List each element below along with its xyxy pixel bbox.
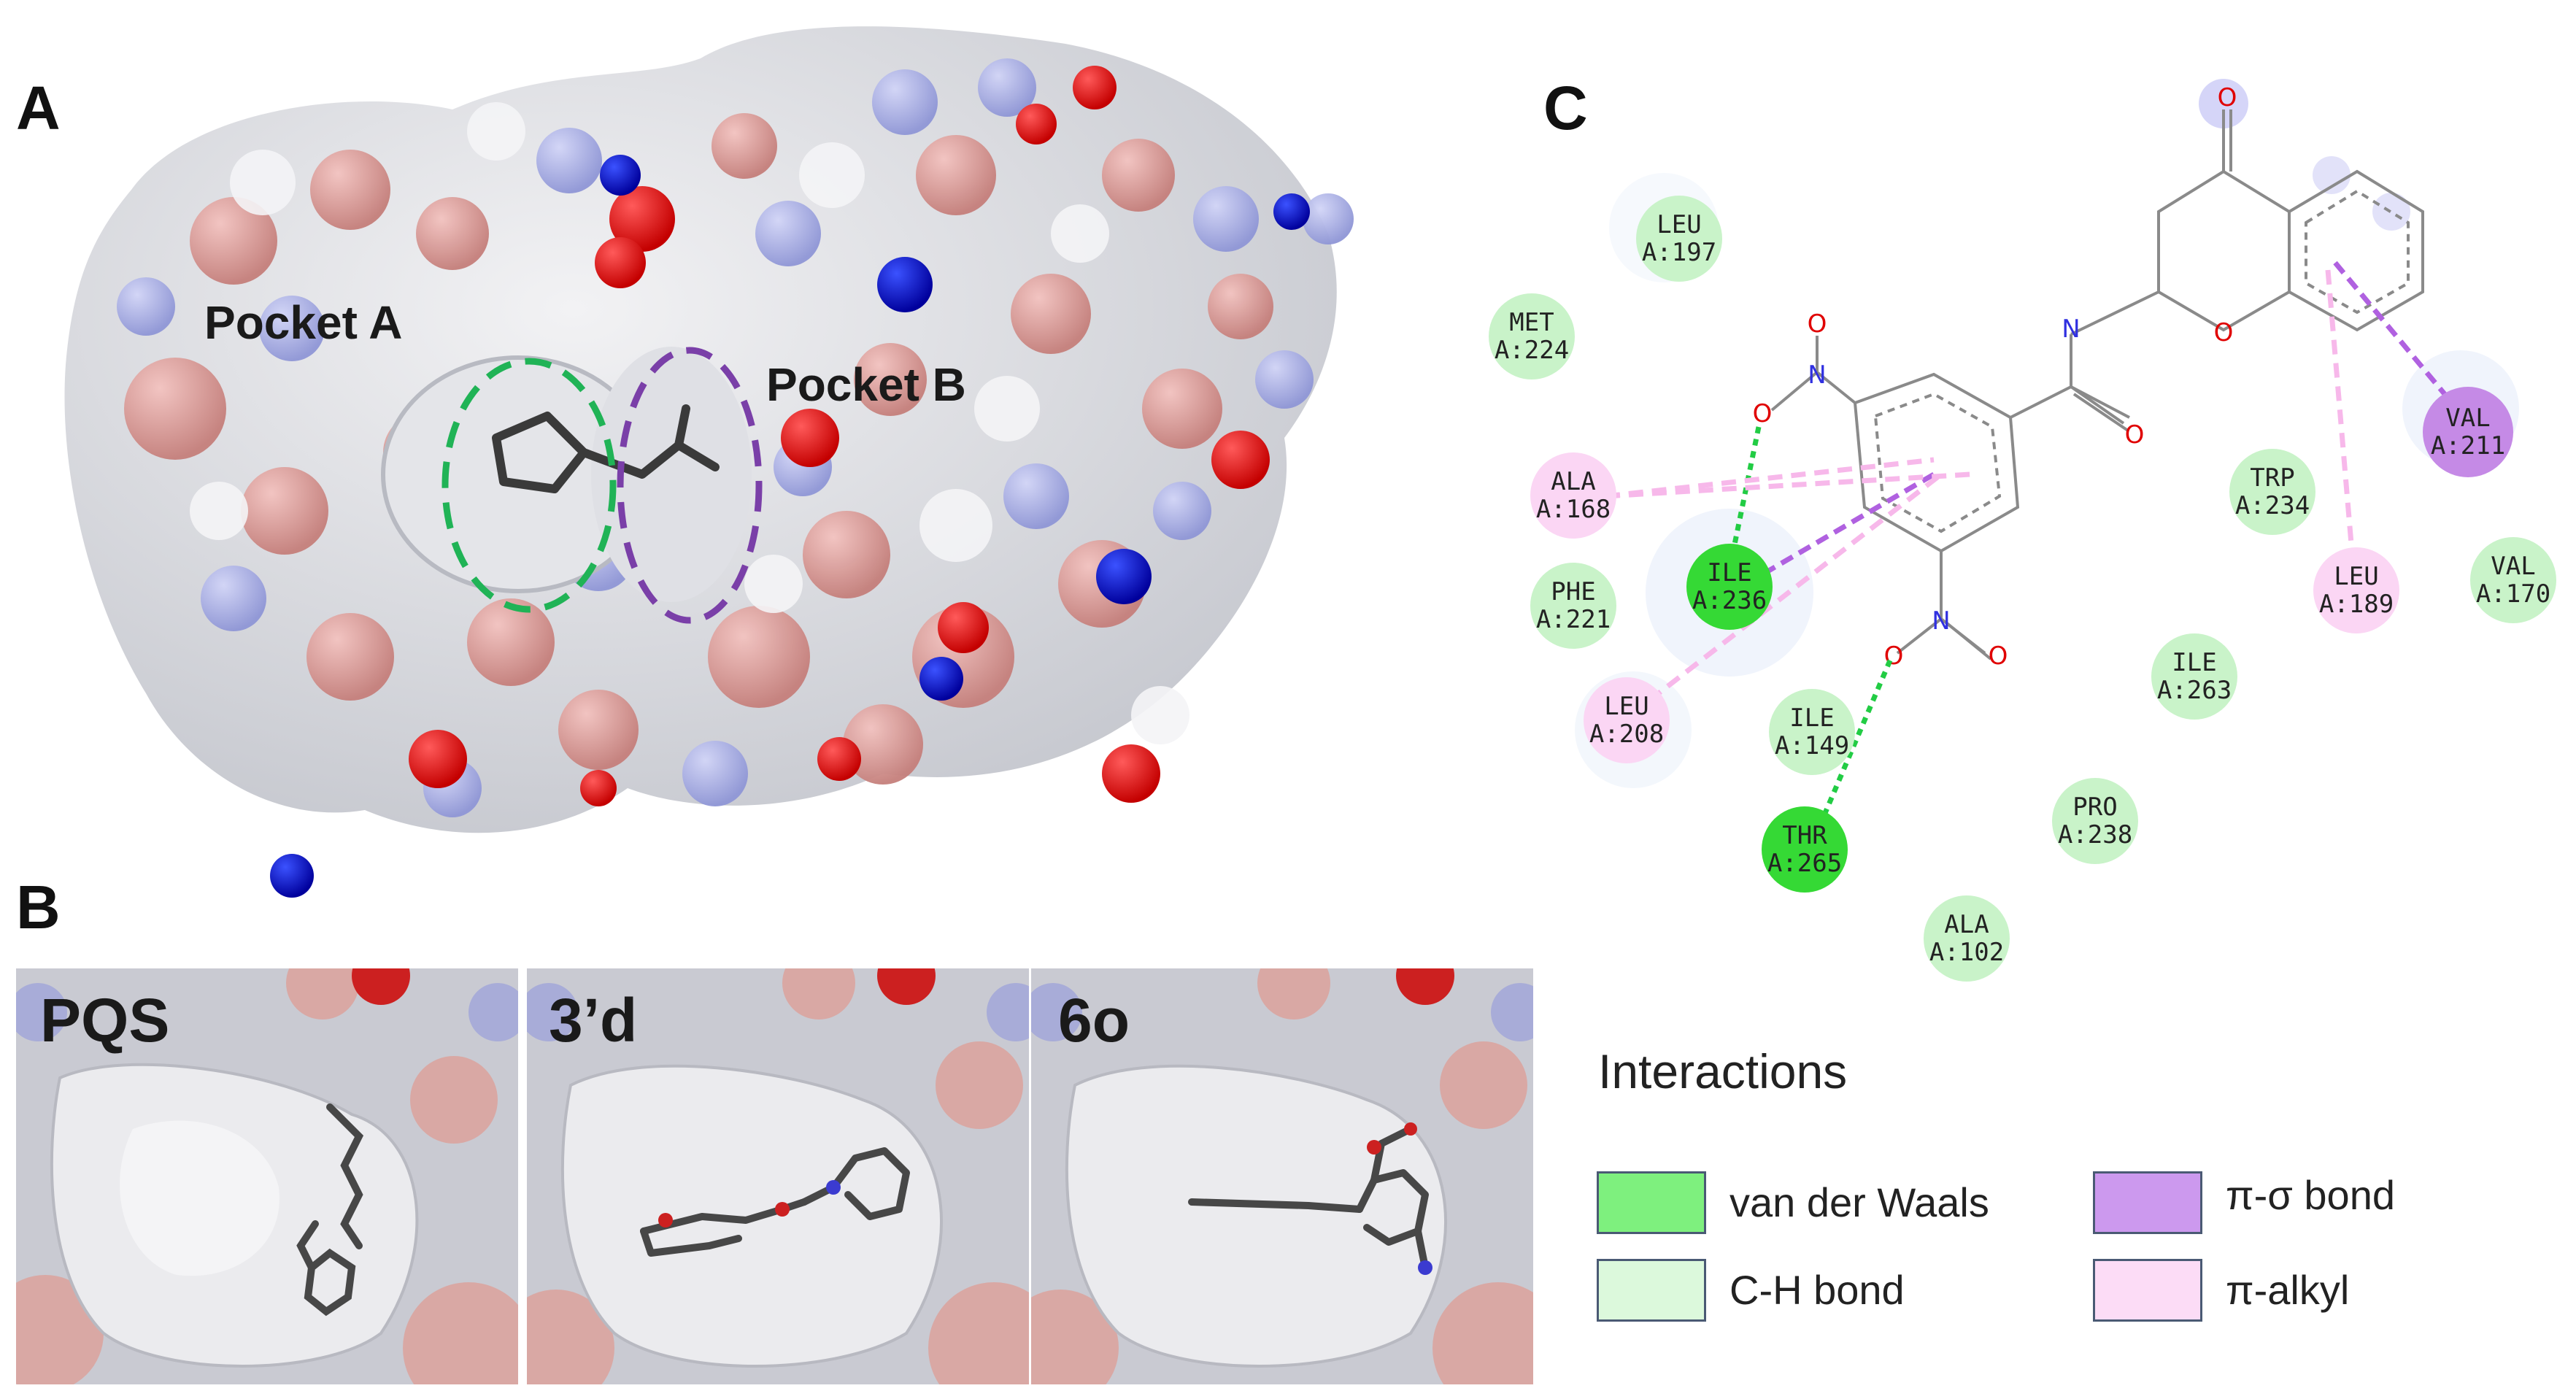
pocket-a-outline <box>441 358 617 613</box>
atom-n-nitro2: N <box>1932 606 1950 636</box>
pose-surface-illustration <box>16 968 518 1384</box>
atom-n-nitro1: N <box>1808 361 1826 390</box>
pose-surface-illustration <box>1031 968 1533 1384</box>
pocket-b-label: Pocket B <box>766 358 966 411</box>
protein-surface-illustration <box>64 26 1354 898</box>
legend-swatch-ch <box>1597 1259 1706 1322</box>
pose-panel-6o <box>1031 968 1533 1384</box>
pose-panel-pqs <box>16 968 518 1384</box>
protein-surface-image <box>44 0 1379 912</box>
legend-title: Interactions <box>1598 1044 1848 1098</box>
pose-panel-3d <box>527 968 1029 1384</box>
atom-o-ring: O <box>2214 318 2234 347</box>
legend-swatch-pi-sigma <box>2093 1171 2202 1234</box>
atom-o-carbonyl: O <box>2218 83 2237 112</box>
legend-label-ch: C-H bond <box>1729 1267 1905 1313</box>
atom-o-nitro1b: O <box>1753 399 1773 428</box>
pose-label-pqs: PQS <box>40 986 170 1055</box>
legend-label-vdw: van der Waals <box>1729 1179 1989 1225</box>
atom-n-amide: N <box>2062 315 2080 344</box>
atom-o-amide: O <box>2125 420 2145 450</box>
pose-label-3d: 3’d <box>549 986 638 1055</box>
legend-swatch-vdw <box>1597 1171 1706 1234</box>
panel-b-letter: B <box>16 873 61 941</box>
atom-o-nitro1a: O <box>1808 309 1827 339</box>
panel-a-letter: A <box>16 74 61 142</box>
pose-surface-illustration <box>527 968 1029 1384</box>
pose-label-6o: 6o <box>1058 986 1130 1055</box>
atom-o-nitro2a: O <box>1884 641 1904 671</box>
legend-label-pi-sigma: π-σ bond <box>2226 1172 2395 1218</box>
pocket-b-outline <box>617 347 763 624</box>
pocket-a-label: Pocket A <box>204 296 403 349</box>
legend-swatch-pi-alkyl <box>2093 1259 2202 1322</box>
atom-o-nitro2b: O <box>1989 641 2008 671</box>
legend-label-pi-alkyl: π-alkyl <box>2226 1267 2350 1313</box>
panel-c-letter: C <box>1543 74 1588 142</box>
